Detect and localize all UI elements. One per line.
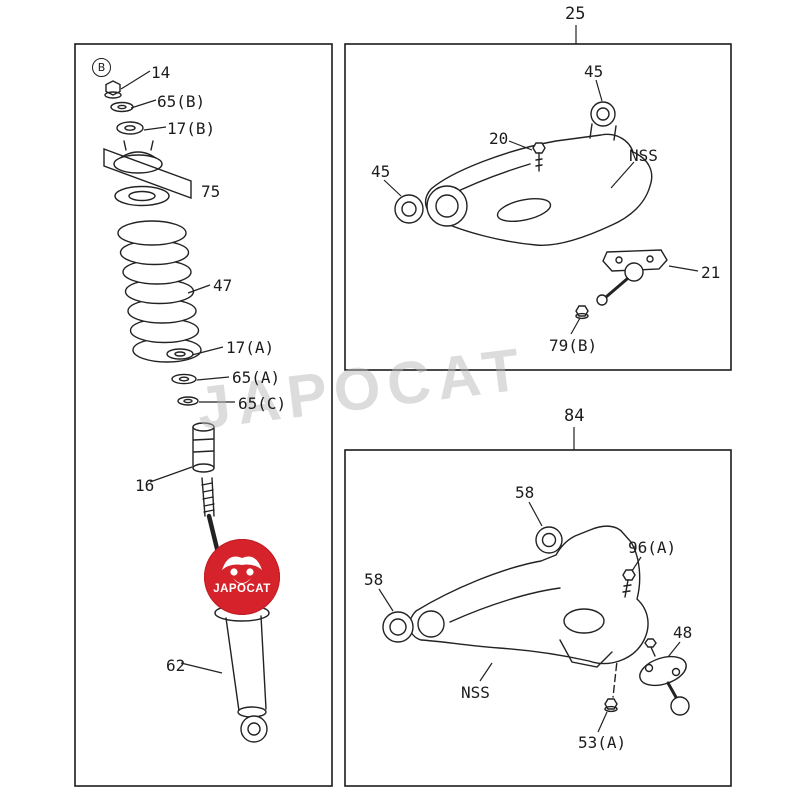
shock-body-drawing: [214, 604, 270, 743]
part-label-65a: 65(A): [232, 368, 281, 387]
part-label-58-left: 58: [364, 570, 384, 589]
lower-panel-leader-lines: [378, 427, 681, 733]
bushing-17b-drawing: [116, 121, 144, 135]
part-label-48: 48: [673, 623, 693, 642]
nut-53a-drawing: [604, 698, 618, 713]
part-label-58-top: 58: [515, 483, 535, 502]
panel-number-25: 25: [565, 4, 586, 24]
bolt-20-drawing: [532, 142, 546, 172]
part-label-17a: 17(A): [226, 338, 275, 357]
strut-assembly-drawing: [103, 80, 270, 743]
bolt-96a-drawing: [622, 569, 636, 598]
upper-control-arm-drawing: [394, 101, 668, 320]
washer-65c-drawing: [177, 396, 199, 406]
coil-spring-drawing: [117, 220, 202, 363]
panel-number-84: 84: [564, 406, 585, 426]
mount-group-callout-box: [103, 147, 192, 200]
left-panel-leader-lines: [120, 70, 235, 674]
upper-right-panel-border: [344, 43, 732, 371]
lower-right-panel-border: [344, 449, 732, 787]
nss-label-upper: NSS: [629, 146, 658, 165]
bushing-45-top-drawing: [590, 101, 616, 127]
part-label-45-left: 45: [371, 162, 391, 181]
bushing-45-left-drawing: [394, 194, 424, 224]
nut-79b-drawing: [575, 305, 589, 320]
part-label-65c: 65(C): [238, 394, 287, 413]
part-label-14: 14: [151, 63, 171, 82]
upper-panel-leader-lines: [383, 25, 699, 335]
part-label-47: 47: [213, 276, 233, 295]
bushing-58-left-drawing: [382, 611, 414, 643]
washer-65a-drawing: [171, 373, 197, 385]
nss-label-lower: NSS: [461, 683, 490, 702]
ball-joint-48-drawing: [639, 638, 690, 716]
bump-stop-drawing: [192, 422, 215, 473]
part-label-62: 62: [166, 656, 186, 675]
japocat-logo: JAPOCAT: [204, 539, 280, 615]
part-label-21: 21: [701, 263, 721, 282]
washer-65b-drawing: [110, 101, 134, 113]
part-label-96a: 96(A): [628, 538, 677, 557]
part-label-75: 75: [201, 182, 221, 201]
threaded-rod-drawing: [201, 477, 215, 517]
ball-joint-21-drawing: [596, 249, 668, 306]
part-label-16: 16: [135, 476, 155, 495]
view-marker-b: B: [92, 58, 111, 77]
part-label-45-top: 45: [584, 62, 604, 81]
part-label-79b: 79(B): [549, 336, 598, 355]
bushing-58-top-drawing: [535, 526, 563, 554]
lower-control-arm-drawing: [382, 525, 690, 716]
washer-17a-drawing: [166, 348, 194, 360]
part-label-53a: 53(A): [578, 733, 627, 752]
left-panel-border: [74, 43, 333, 787]
part-label-65b: 65(B): [157, 92, 206, 111]
logo-mascot-graphic: [222, 556, 262, 584]
part-label-17b: 17(B): [167, 119, 216, 138]
part-label-20: 20: [489, 129, 509, 148]
logo-text: JAPOCAT: [213, 583, 271, 595]
